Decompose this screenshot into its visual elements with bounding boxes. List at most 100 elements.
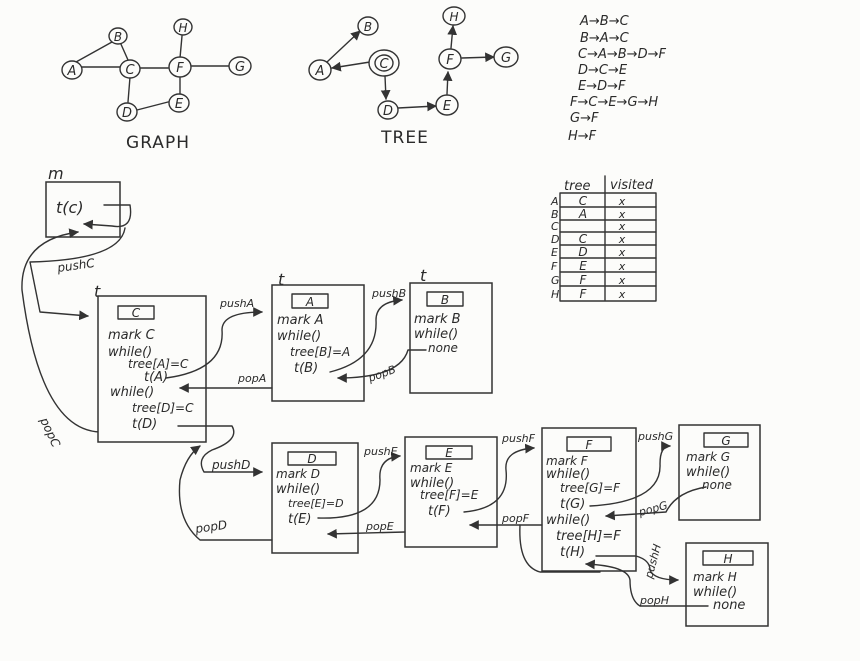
frame-c: C mark C while() tree[A]=C t(A) while() … [97, 295, 207, 443]
svg-text:A: A [315, 64, 325, 79]
svg-text:while(): while() [693, 585, 737, 600]
edge-a-b [75, 41, 113, 63]
label-push-g: pushG [637, 430, 673, 443]
tree-drawing: A B C D E F G H TREE [308, 6, 519, 148]
svg-text:mark F: mark F [546, 454, 589, 468]
svg-text:E: E [445, 446, 453, 460]
label-pop-e: popE [365, 520, 394, 533]
label-push-c: pushC [55, 256, 96, 275]
svg-text:D: D [307, 452, 316, 466]
svg-text:t(H): t(H) [560, 545, 585, 560]
tree-edge-e-f [442, 71, 453, 95]
tree-edge-f-g [461, 52, 495, 63]
svg-text:t(G): t(G) [560, 497, 585, 512]
svg-text:t(D): t(D) [132, 417, 157, 432]
frame-label: t [278, 270, 285, 289]
table-row-visited: x [618, 274, 626, 287]
table-row-tree: F [580, 273, 588, 287]
table-row-visited: x [618, 246, 626, 259]
adjacency-list: A→B→C B→A→C C→A→B→D→F D→C→E E→D→F F→C→E→… [568, 14, 666, 144]
table-row-node: A [550, 195, 559, 208]
table-row-visited: x [618, 220, 626, 233]
tree-node-a: A [308, 59, 332, 81]
table-row-tree: F [580, 287, 588, 301]
tree-edge-d-e [397, 101, 437, 112]
svg-text:tree[H]=F: tree[H]=F [556, 529, 621, 544]
frame-a: A mark A while() tree[B]=A t(B) [271, 284, 365, 402]
adjacency-row: H→F [568, 129, 597, 144]
svg-text:tree[D]=C: tree[D]=C [132, 401, 194, 415]
table-row-visited: x [618, 288, 626, 301]
graph-node-b: B [108, 27, 128, 45]
svg-text:while(): while() [108, 345, 152, 360]
table-row-visited: x [618, 195, 626, 208]
svg-text:tree[G]=F: tree[G]=F [560, 481, 621, 495]
table-row-visited: x [618, 260, 626, 273]
label-push-h: pushH [642, 543, 664, 581]
svg-text:E: E [175, 97, 184, 112]
edge-d-e [136, 101, 169, 111]
svg-text:tree[F]=E: tree[F]=E [420, 488, 479, 502]
svg-text:mark D: mark D [276, 467, 320, 481]
svg-text:H: H [449, 10, 458, 24]
svg-text:t(B): t(B) [294, 361, 318, 376]
tree-edge-c-d [380, 75, 391, 100]
table-row-node: G [551, 274, 560, 287]
adjacency-row: D→C→E [578, 63, 628, 78]
table-row-node: D [551, 233, 559, 246]
svg-text:D: D [122, 106, 132, 121]
label-pop-f: popF [501, 512, 530, 525]
tree-node-h: H [442, 6, 466, 26]
label-pop-h: popH [639, 594, 669, 607]
svg-text:while(): while() [276, 482, 320, 497]
adjacency-row: A→B→C [579, 14, 630, 29]
tree-node-g: G [493, 46, 519, 68]
svg-text:C: C [132, 306, 141, 320]
label-push-a: pushA [219, 297, 254, 310]
svg-text:none: none [713, 598, 745, 613]
tree-node-e: E [435, 94, 459, 116]
svg-text:A: A [67, 64, 77, 79]
svg-text:C: C [125, 63, 135, 78]
main-frame: m t(c) [45, 164, 132, 238]
svg-text:t(E): t(E) [288, 512, 311, 527]
frame-label: t [420, 266, 427, 285]
table-header-tree: tree [564, 179, 590, 194]
graph-node-e: E [168, 93, 190, 113]
table-row-visited: x [618, 233, 626, 246]
svg-text:tree[A]=C: tree[A]=C [128, 357, 189, 371]
main-frame-label: m [48, 164, 64, 183]
tree-edge-a-b [326, 30, 361, 63]
svg-text:D: D [383, 104, 393, 119]
frame-f: F mark F while() tree[G]=F t(G) while() … [541, 427, 637, 572]
main-frame-call: t(c) [56, 198, 84, 217]
svg-text:mark A: mark A [277, 313, 324, 328]
svg-text:F: F [586, 438, 594, 452]
svg-text:none: none [702, 478, 732, 492]
graph-node-h: H [173, 18, 193, 36]
label-push-b: pushB [371, 287, 406, 300]
tree-edge-c-a [331, 61, 371, 72]
tree-edge-f-h [447, 25, 458, 49]
label-pop-b: popB [366, 363, 398, 385]
graph-drawing: A B C D E F G H GRAPH [61, 18, 252, 153]
label-push-f: pushF [501, 432, 536, 445]
svg-text:mark C: mark C [108, 328, 156, 343]
table-row-tree: E [579, 259, 587, 273]
label-push-e: pushE [363, 445, 398, 458]
svg-text:C: C [379, 57, 389, 72]
adjacency-row: C→A→B→D→F [578, 47, 666, 62]
svg-text:mark H: mark H [693, 570, 737, 584]
svg-text:mark B: mark B [414, 312, 461, 327]
frame-label: t [94, 282, 101, 301]
svg-text:while(): while() [277, 329, 321, 344]
table-row-tree: C [579, 232, 588, 246]
svg-text:G: G [235, 60, 245, 75]
